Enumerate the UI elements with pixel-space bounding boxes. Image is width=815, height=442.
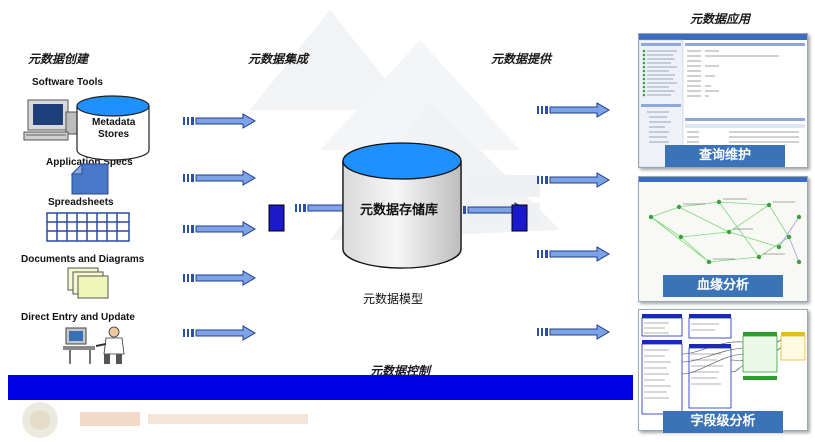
arrow-spreadsheets: [182, 221, 256, 237]
source-label-application-specs: Application Specs: [46, 157, 133, 168]
computer-icon: [23, 99, 81, 141]
field-analysis-preview: [639, 310, 807, 430]
arrow-direct-entry: [182, 325, 256, 341]
repository-label: 元数据存储库: [360, 203, 439, 218]
section-title-integration: 元数据集成: [248, 52, 309, 66]
connector-right: [511, 204, 528, 232]
arrow-software-tools: [182, 113, 256, 129]
query-maintenance-label: 查询维护: [665, 145, 785, 167]
arrow-to-query: [536, 102, 610, 118]
source-label-software-tools: Software Tools: [32, 77, 103, 88]
field-analysis-screenshot: [638, 309, 808, 431]
lineage-analysis-label: 血缘分析: [663, 275, 783, 297]
metadata-stores-cylinder: [76, 95, 150, 161]
source-label-documents-diagrams: Documents and Diagrams: [21, 254, 145, 265]
metadata-stores-label-line2: Stores: [98, 129, 130, 140]
section-title-application: 元数据应用: [690, 12, 751, 26]
source-label-spreadsheets: Spreadsheets: [48, 197, 114, 208]
source-label-direct-entry: Direct Entry and Update: [21, 312, 135, 323]
connector-left: [268, 204, 285, 232]
spreadsheet-icon: [46, 212, 130, 242]
arrow-to-field-analysis: [536, 324, 610, 340]
arrow-application-specs: [182, 170, 256, 186]
arrow-documents: [182, 270, 256, 286]
section-title-control: 元数据控制: [370, 364, 431, 378]
metadata-control-bar: [8, 375, 633, 400]
user-at-computer-icon: [63, 326, 125, 364]
metadata-stores-label-line1: Metadata: [92, 117, 136, 128]
document-icon: [70, 162, 109, 195]
section-title-provision: 元数据提供: [491, 52, 552, 66]
field-analysis-label: 字段级分析: [663, 411, 783, 433]
repository-caption: 元数据模型: [363, 292, 424, 306]
documents-stack-icon: [67, 267, 109, 299]
repository-cylinder: [342, 142, 462, 269]
section-title-creation: 元数据创建: [28, 52, 89, 66]
arrow-to-lineage: [536, 172, 610, 188]
arrow-to-lineage-2: [536, 246, 610, 262]
